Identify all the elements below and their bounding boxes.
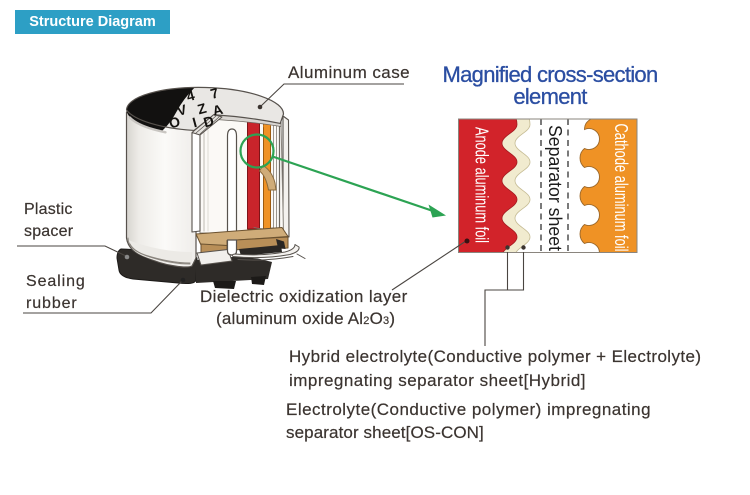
svg-text:Cathode aluminum foil: Cathode aluminum foil	[611, 124, 632, 252]
svg-text:4: 4	[185, 87, 197, 105]
svg-text:A: A	[211, 101, 225, 119]
svg-text:O: O	[167, 113, 182, 131]
svg-text:I: I	[191, 114, 199, 130]
svg-text:D: D	[202, 112, 216, 130]
svg-text:7: 7	[209, 84, 221, 102]
svg-text:Anode aluminum foil: Anode aluminum foil	[472, 127, 493, 243]
svg-text:Separator sheet: Separator sheet	[545, 125, 565, 251]
